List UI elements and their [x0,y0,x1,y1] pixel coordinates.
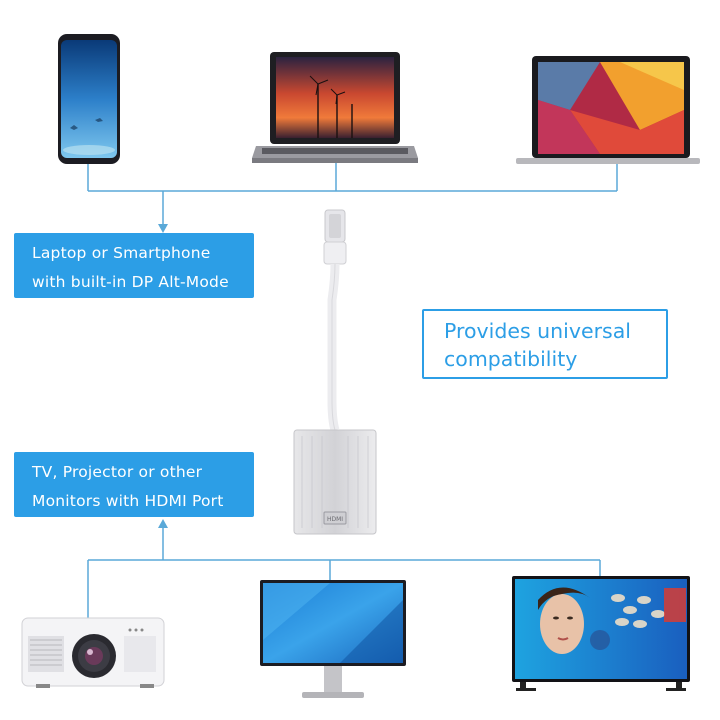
compatibility-callout-line2: compatibility [444,347,578,371]
top-connector-lines [87,163,618,226]
macbook-icon [516,56,700,164]
bottom-arrow-head [158,519,168,528]
adapter-port-label: HDMI [327,516,343,523]
compatibility-callout: Provides universal compatibility [422,309,668,379]
compatibility-callout-line1: Provides universal [444,319,631,343]
top-arrow-head [158,224,168,233]
projector-icon [21,617,165,688]
source-device-label-line2: with built-in DP Alt-Mode [32,273,229,291]
adapter-icon: HDMI [293,209,377,535]
tv-icon [512,576,690,691]
display-device-label-line2: Monitors with HDMI Port [32,492,224,510]
smartphone-icon [58,34,120,164]
bottom-connector-lines [87,524,601,618]
source-device-label: Laptop or Smartphone with built-in DP Al… [14,233,254,298]
display-device-label: TV, Projector or other Monitors with HDM… [14,452,254,517]
laptop-icon [252,52,418,163]
source-device-label-line1: Laptop or Smartphone [32,244,211,262]
monitor-icon [260,580,406,698]
display-device-label-line1: TV, Projector or other [32,463,203,481]
